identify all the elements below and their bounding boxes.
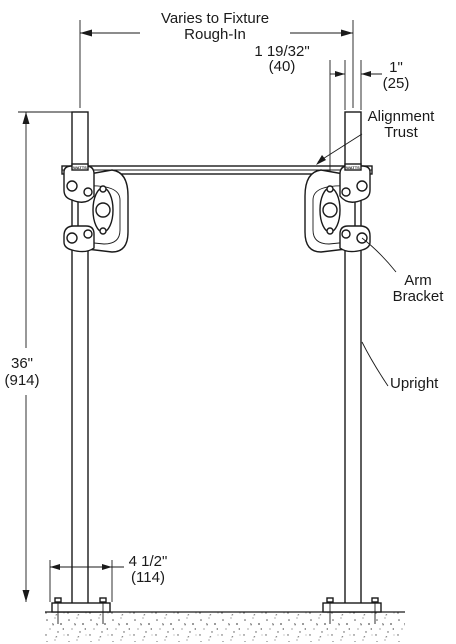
alignment-trust-line1: Alignment [368,108,436,125]
fixture-spacing-line2: Rough-In [184,26,246,43]
base-width-imperial: 4 1/2" [129,553,168,570]
right-arm-bracket: WATTS [304,163,371,253]
fixture-spacing-line1: Varies to Fixture [161,10,269,27]
callout-upright: Upright [361,341,439,392]
concrete-floor [45,611,405,642]
offset-metric: (40) [269,58,296,75]
height-imperial: 36" [11,355,33,372]
upright-width-imperial: 1" [389,59,403,76]
alignment-trust-line2: Trust [384,124,418,141]
dimension-offset: 1 19/32" (40) [254,43,345,172]
arm-bracket-line1: Arm [404,272,432,289]
offset-imperial: 1 19/32" [254,43,309,60]
callout-arm-bracket: Arm Bracket [361,237,445,305]
dimension-upright-width: 1" (25) [344,59,410,110]
height-metric: (914) [4,372,39,389]
upright-width-metric: (25) [383,75,410,92]
arm-bracket-line2: Bracket [393,288,445,305]
upright-label: Upright [390,375,439,392]
left-bracket-marking: WATTS [73,165,87,170]
dimension-height: 36" (914) [4,111,72,602]
right-bracket-marking: WATTS [346,165,360,170]
callout-alignment-trust: Alignment Trust [316,108,435,165]
left-arm-bracket: WATTS [63,163,129,253]
dimension-base-width: 4 1/2" (114) [49,553,168,602]
base-width-metric: (114) [131,569,165,586]
dimension-fixture-spacing: Varies to Fixture Rough-In [79,10,354,108]
